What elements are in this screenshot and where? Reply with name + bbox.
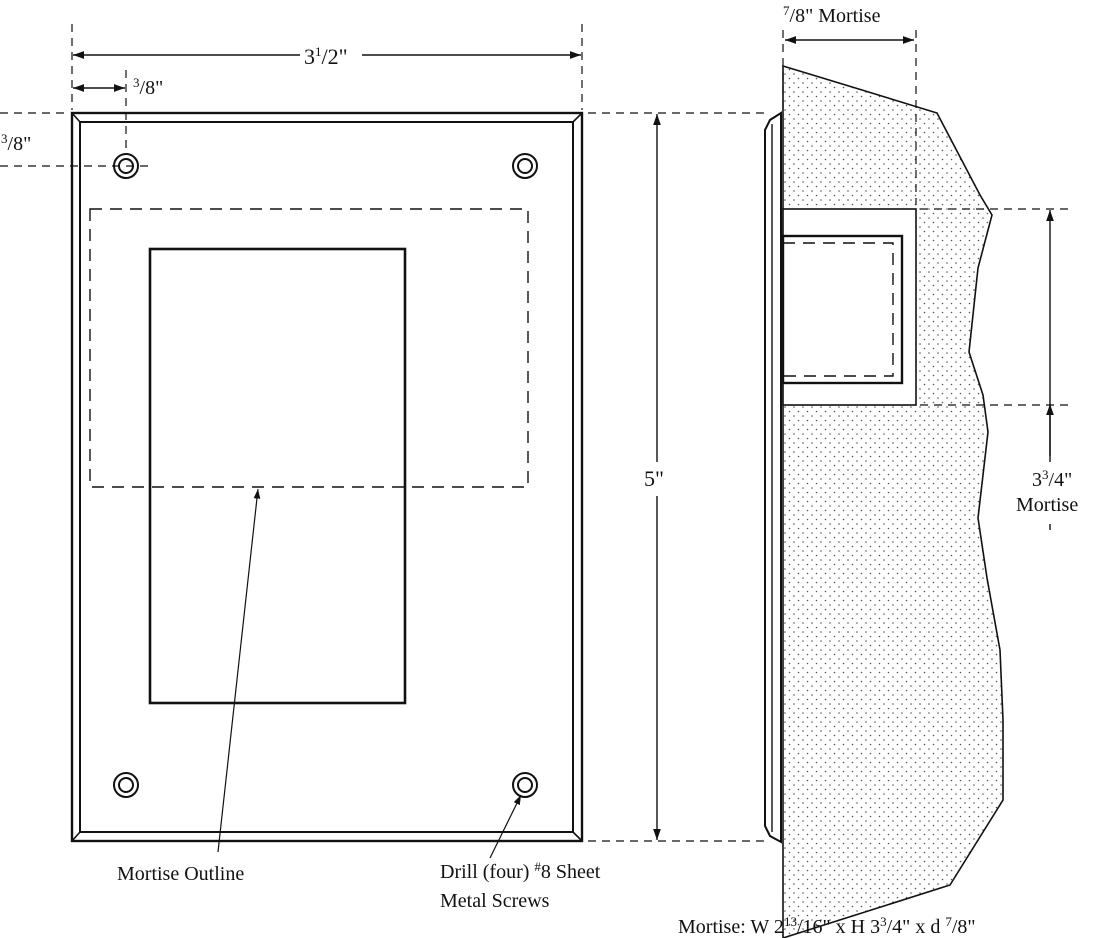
cover-plate-inner — [79, 121, 574, 833]
drill-label-line1: Drill (four) #8 Sheet — [440, 859, 601, 883]
hole-y-dim-label: 3/8" — [1, 131, 31, 155]
width-dim-label: 31/2" — [304, 44, 348, 69]
cover-plate-profile — [764, 111, 782, 844]
mortise-size-note: Mortise: W 213/16" x H 33/4" x d 7/8" — [678, 914, 976, 938]
drill-label-line2: Metal Screws — [440, 890, 550, 912]
screw-hole-bottom-left — [113, 772, 139, 798]
wall-section — [782, 64, 1004, 938]
mortise-cavity — [782, 208, 917, 406]
cover-plate-outer — [70, 111, 584, 843]
screw-hole-bottom-right — [512, 772, 538, 798]
mortise-outline-label: Mortise Outline — [117, 863, 244, 885]
front-view — [0, 24, 770, 859]
mortise-outline-leader — [217, 488, 261, 853]
mortise-height-label-line2: Mortise — [1016, 494, 1078, 516]
device-body — [781, 234, 904, 385]
front-extension-lines — [0, 24, 770, 842]
side-view-labels: 7/8" Mortise 33/4" Mortise Mortise: W 21… — [678, 3, 1098, 938]
side-extension-lines — [782, 30, 1070, 406]
mortise-height-label-line1: 33/4" — [1032, 467, 1072, 491]
side-view — [764, 30, 1070, 938]
display-window — [148, 247, 407, 705]
mortise-outline — [89, 208, 529, 488]
hole-x-dim-label: 3/8" — [133, 75, 163, 99]
cover-plate-bevel-lines — [71, 112, 583, 842]
front-view-labels: 31/2" 3/8" 3/8" 5" Mortise Outline Drill… — [1, 44, 664, 912]
drill-leader — [489, 794, 522, 859]
screw-hole-top-right — [512, 153, 538, 179]
height-dim-label: 5" — [644, 466, 664, 491]
depth-dim-label: 7/8" Mortise — [783, 3, 881, 27]
